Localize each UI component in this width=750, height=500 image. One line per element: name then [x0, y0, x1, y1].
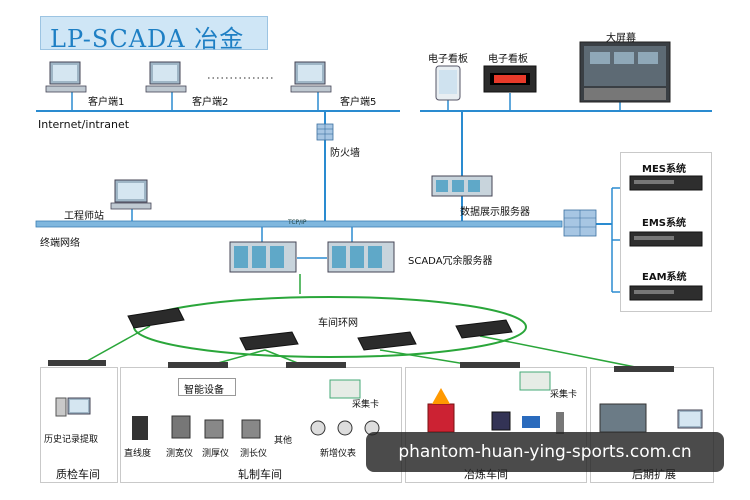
- rolling-switch-icon: [168, 362, 228, 368]
- rolling-card-icon: [329, 379, 361, 399]
- ring-switch-3-icon: [357, 331, 417, 351]
- client1-label: 客户端1: [88, 97, 125, 108]
- mes-server-icon: [629, 175, 703, 191]
- smelting-meter-icon: [491, 411, 511, 431]
- expansion-pc-icon: [677, 409, 703, 429]
- smart-device-box: [178, 378, 236, 396]
- mes-label: MES系统: [642, 164, 686, 175]
- furnace-icon: [427, 388, 455, 433]
- thickness-gauge-icon: [204, 419, 224, 439]
- rolling-name: 轧制车间: [238, 468, 282, 481]
- tablet-board-icon: [435, 65, 461, 101]
- engineer-label: 工程师站: [64, 211, 104, 222]
- tcpip-label: TCP/IP: [288, 219, 307, 226]
- board1-label: 电子看板: [428, 54, 468, 65]
- plc-icon: [599, 403, 647, 433]
- big-screen-icon: [579, 41, 671, 103]
- client2-pc-icon: [145, 61, 187, 93]
- smart-device-label: 智能设备: [184, 385, 224, 396]
- internet-label: Internet/intranet: [38, 118, 130, 131]
- scada-server-label: SCADA冗余服务器: [408, 256, 493, 267]
- thickness-label: 测厚仪: [202, 449, 230, 459]
- display-server-label: 数据展示服务器: [460, 207, 530, 218]
- terminal-bus: [35, 220, 563, 228]
- firewall-icon: [316, 123, 334, 141]
- ring-to-quality: [79, 325, 151, 366]
- eam-server-icon: [629, 285, 703, 301]
- firewall-right-icon: [563, 209, 597, 237]
- quality-switch-icon: [48, 360, 106, 366]
- ems-label: EMS系统: [642, 218, 686, 229]
- quality-pc-icon: [55, 397, 91, 417]
- led-board-icon: [483, 65, 537, 93]
- board2-label: 电子看板: [488, 54, 528, 65]
- other-label: 其他: [274, 436, 293, 446]
- straightness-icon: [132, 416, 148, 440]
- client5-pc-icon: [290, 61, 332, 93]
- smelting-switch-icon: [460, 362, 520, 368]
- terminal-net-label: 终端网络: [40, 238, 80, 249]
- straightness-label: 直线度: [124, 449, 152, 459]
- quality-panel: [40, 367, 118, 483]
- length-gauge-icon: [241, 419, 261, 439]
- client5-label: 客户端5: [340, 97, 377, 108]
- smelting-card-icon: [519, 371, 551, 391]
- width-label: 测宽仪: [166, 449, 194, 459]
- eam-label: EAM系统: [642, 272, 687, 283]
- length-label: 测长仪: [240, 449, 268, 459]
- expansion-switch-icon: [614, 366, 674, 372]
- firewall-label: 防火墙: [330, 148, 360, 159]
- ring-label: 车间环网: [318, 318, 358, 329]
- scada-server2-icon: [327, 241, 395, 273]
- client1-pc-icon: [45, 61, 87, 93]
- new-meter-label: 新增仪表: [320, 449, 357, 459]
- big-screen-label: 大屏幕: [606, 33, 636, 44]
- scada-server1-icon: [229, 241, 297, 273]
- meter1-icon: [310, 420, 326, 436]
- ring-switch-2-icon: [239, 331, 299, 351]
- smelting-sensor-icon: [556, 412, 564, 434]
- ring-to-expansion: [479, 335, 641, 369]
- history-label: 历史记录提取: [44, 435, 99, 445]
- display-server-icon: [431, 175, 493, 197]
- page-title: LP-SCADA 冶金: [50, 25, 245, 53]
- width-gauge-icon: [171, 415, 191, 439]
- meter2-icon: [337, 420, 353, 436]
- ring-switch-4-icon: [455, 319, 513, 339]
- quality-name: 质检车间: [56, 468, 100, 481]
- rolling-card-label: 采集卡: [352, 400, 380, 410]
- rolling-switch2-icon: [286, 362, 346, 368]
- smelting-valve-icon: [522, 416, 540, 428]
- watermark-banner: phantom-huan-ying-sports.com.cn: [366, 432, 724, 472]
- engineer-pc-icon: [110, 179, 152, 210]
- title-banner: [40, 16, 268, 50]
- smelting-card-label: 采集卡: [550, 390, 578, 400]
- ems-server-icon: [629, 231, 703, 247]
- ring-switch-1-icon: [127, 307, 185, 329]
- client2-label: 客户端2: [192, 97, 229, 108]
